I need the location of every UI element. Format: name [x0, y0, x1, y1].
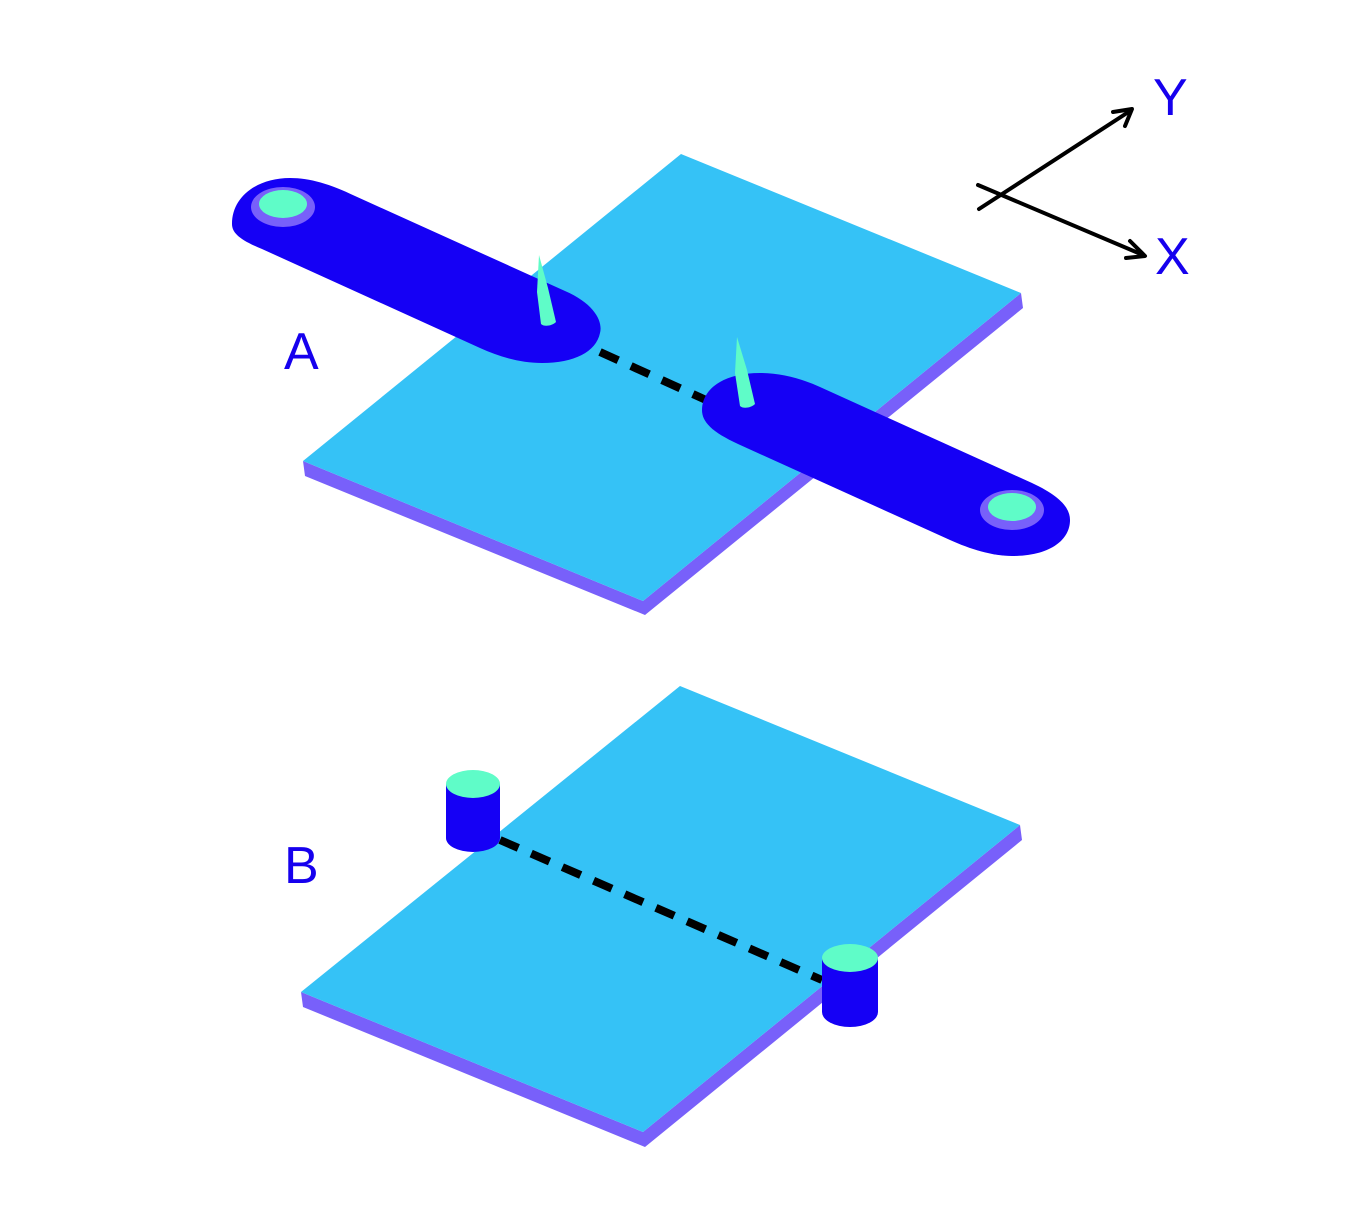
axis-y-arrow-shaft — [977, 109, 1132, 211]
axis-x-arrow-shaft — [976, 183, 1145, 257]
panel-a-left-arm-body — [232, 178, 601, 363]
panel-b-right-pillar-top — [822, 944, 878, 972]
panel-b-left-pillar-top — [446, 770, 500, 798]
panel-a-label: A — [284, 323, 319, 381]
panel-b-label: B — [284, 837, 319, 895]
axis-y-label: Y — [1153, 69, 1188, 127]
panel-a-left-probe-tip-icon — [537, 255, 556, 326]
axis-indicator: Y X — [976, 69, 1190, 286]
panel-b-right-pillar-body — [822, 958, 878, 1027]
panel-a-right-pad-icon — [988, 493, 1036, 521]
panel-a-right-arm-body — [702, 373, 1070, 556]
panel-a-right-arm — [702, 337, 1070, 556]
panel-a-left-pad-icon — [259, 190, 307, 218]
panel-a-plate-top — [303, 154, 1021, 601]
panel-a-gap-dashed-line — [598, 348, 708, 404]
axis-x-arrowhead-icon — [1124, 239, 1147, 260]
axis-x-label: X — [1155, 228, 1190, 286]
panel-a-left-arm — [232, 178, 601, 363]
panel-b-left-pillar-body — [446, 784, 500, 852]
panel-b-plate-edge — [301, 825, 1022, 1147]
panel-a-right-probe-tip-icon — [735, 337, 755, 408]
axis-y-arrowhead-icon — [1111, 107, 1134, 128]
panel-b-gap-dashed-line — [498, 836, 824, 984]
panel-b-right-pillar-icon — [822, 944, 878, 1027]
panel-a: A — [232, 154, 1070, 615]
panel-b-left-pillar-icon — [446, 770, 500, 852]
panel-b: B — [284, 686, 1022, 1147]
